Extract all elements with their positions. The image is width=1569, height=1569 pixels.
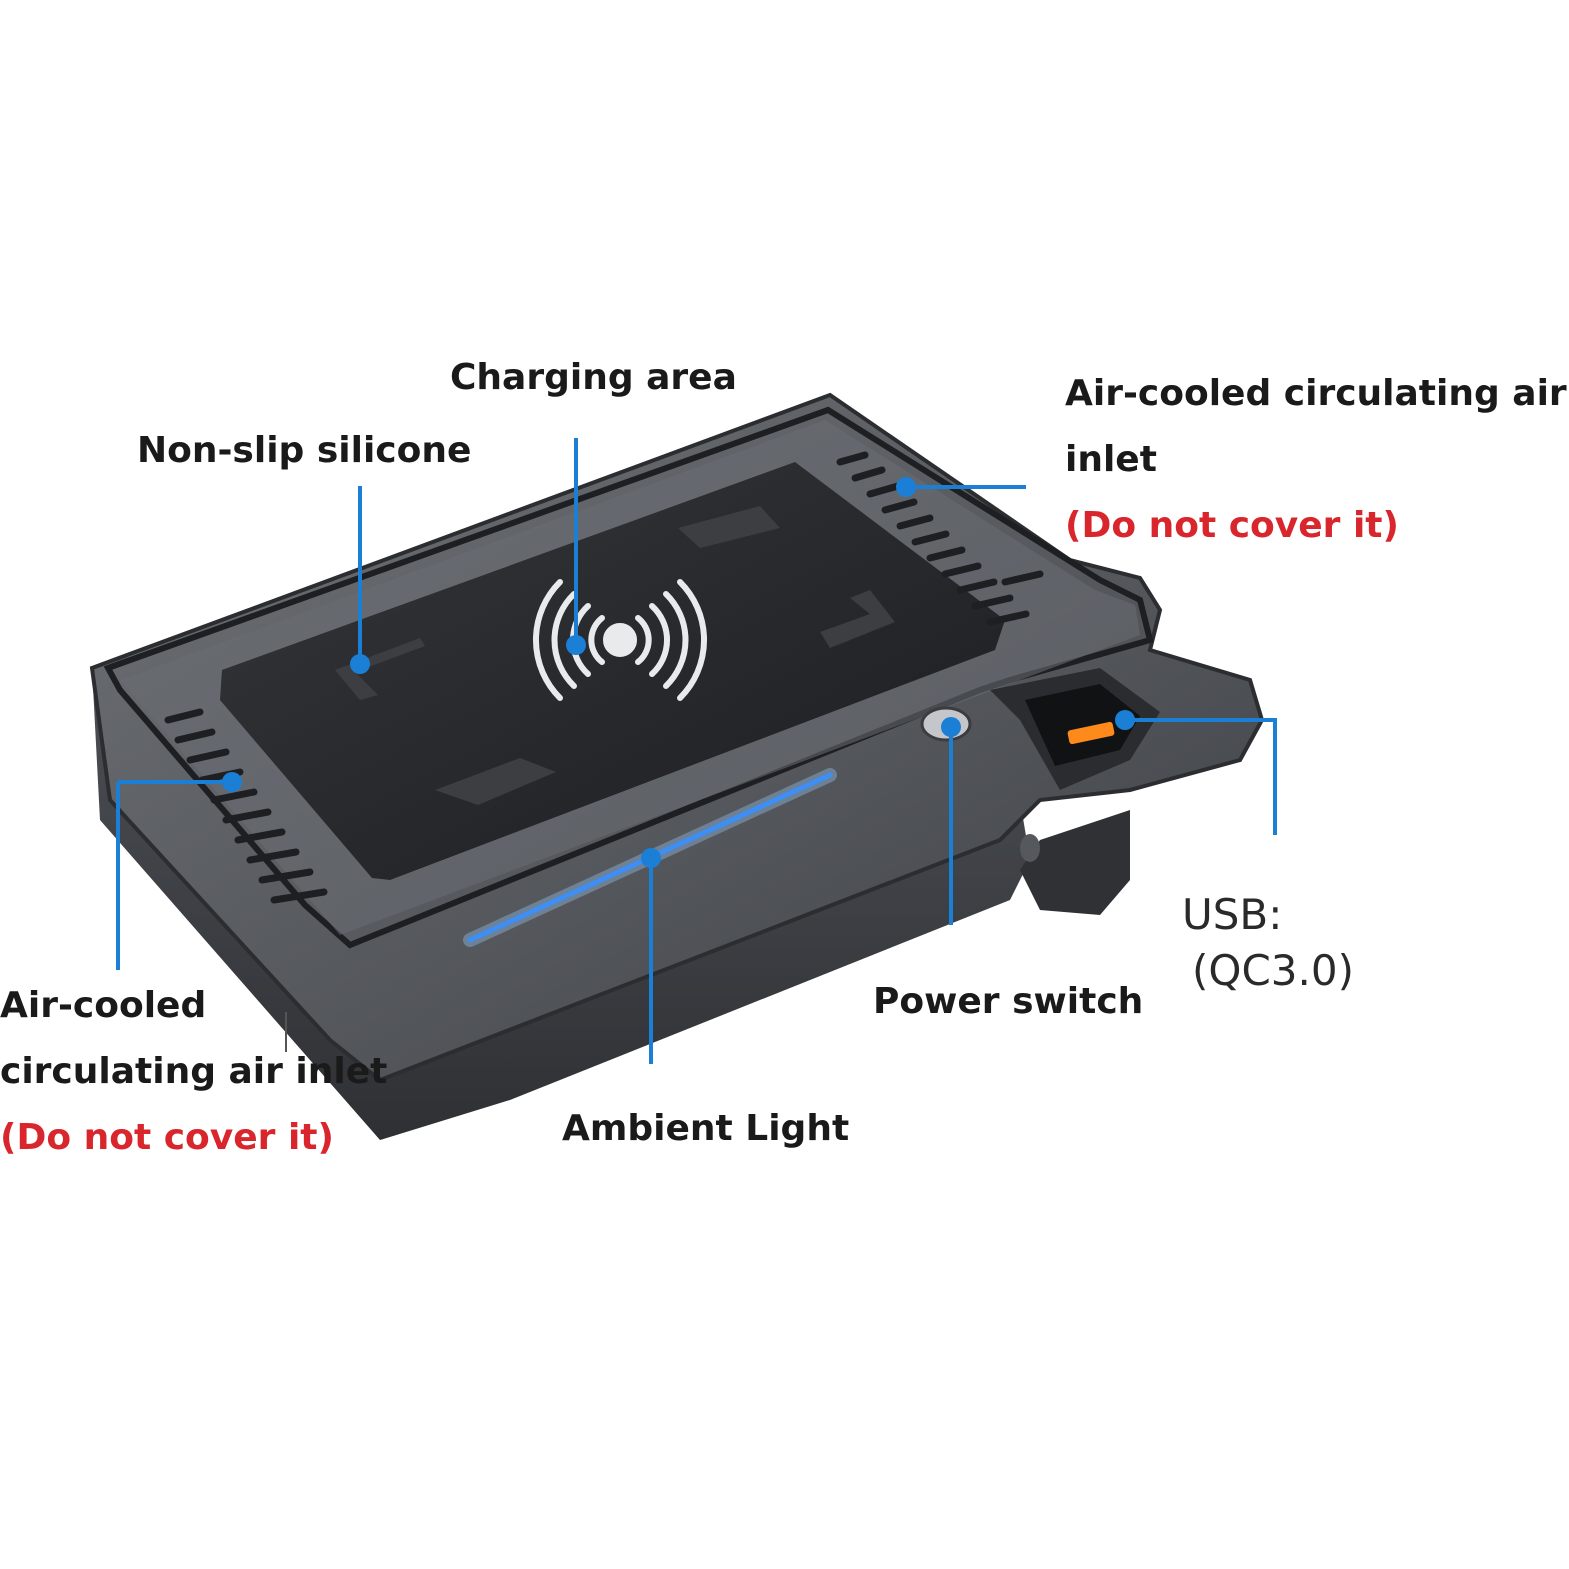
vent-slots-left bbox=[164, 708, 328, 904]
vent-slots-right bbox=[836, 451, 1044, 626]
label-ambient-light: Ambient Light bbox=[562, 1108, 850, 1149]
label-air-inlet-left-line1: Air-cooled bbox=[0, 985, 207, 1026]
label-usb: USB: bbox=[1182, 890, 1283, 939]
callout-lines bbox=[116, 438, 1277, 1064]
usb-port[interactable] bbox=[1067, 721, 1115, 745]
silicone-pad-left bbox=[335, 638, 425, 700]
label-air-inlet-right-line2: inlet bbox=[1065, 439, 1157, 480]
label-air-inlet-right-line1: Air-cooled circulating air bbox=[1065, 373, 1567, 414]
silicone-pad-right bbox=[820, 590, 895, 648]
label-air-inlet-left-line2: circulating air inlet bbox=[0, 1051, 388, 1092]
charging-pad bbox=[220, 462, 1005, 880]
label-power-switch: Power switch bbox=[873, 981, 1144, 1022]
label-charging-area: Charging area bbox=[450, 357, 737, 398]
label-air-inlet-left-warning: (Do not cover it) bbox=[0, 1117, 334, 1158]
label-usb-qc: (QC3.0) bbox=[1192, 946, 1354, 995]
silicone-pad-bottom bbox=[435, 758, 556, 805]
callout-dots bbox=[222, 477, 1135, 868]
usb-housing bbox=[990, 668, 1160, 915]
label-air-inlet-right-warning: (Do not cover it) bbox=[1065, 505, 1399, 546]
wireless-charging-icon bbox=[532, 579, 708, 701]
silicone-pad-top-right bbox=[678, 506, 780, 548]
label-non-slip-silicone: Non-slip silicone bbox=[137, 430, 472, 471]
